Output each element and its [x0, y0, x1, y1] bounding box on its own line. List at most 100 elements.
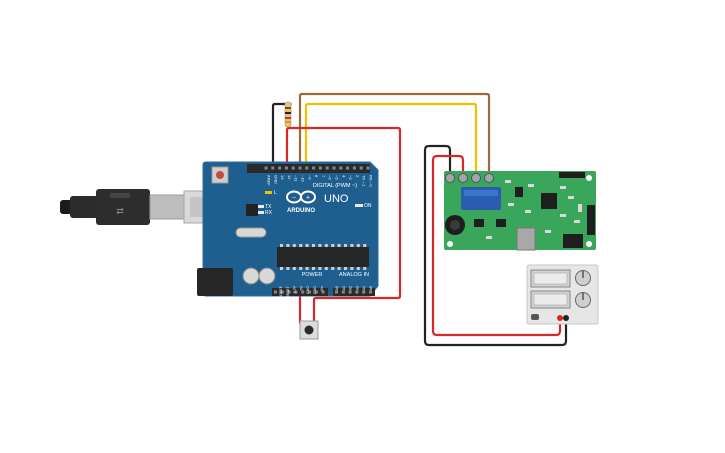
power-pin-label: RESET [286, 285, 290, 298]
power-pin-hole[interactable] [280, 290, 284, 294]
crystal-icon [235, 227, 267, 238]
ps-terminal-negative[interactable] [563, 315, 569, 321]
digital-pin-hole[interactable] [325, 166, 329, 170]
analog-pin-hole[interactable] [348, 290, 352, 294]
digital-header [247, 164, 370, 173]
analog-pin-hole[interactable] [335, 290, 338, 294]
analog-pin-hole[interactable] [341, 290, 345, 294]
power-pin-label: 5V [299, 285, 303, 290]
led-on-label: ON [364, 203, 372, 209]
digital-pin-hole[interactable] [366, 166, 370, 170]
sensor-terminals[interactable] [445, 173, 494, 183]
ps-terminal-positive[interactable] [557, 315, 563, 321]
usb-port-icon [516, 227, 536, 251]
analog-pin-label: A3 [355, 286, 359, 290]
digital-pin-hole[interactable] [352, 166, 356, 170]
digital-pin-label: ~11 [294, 175, 299, 182]
analog-pin-label: A4 [362, 286, 366, 290]
digital-pin-hole[interactable] [298, 166, 302, 170]
ic-main-icon [541, 193, 557, 209]
wire-yellow[interactable] [304, 102, 478, 177]
led-tx-label: TX [265, 204, 272, 210]
wire-red-supply[interactable] [431, 154, 562, 337]
ic-small-icon [515, 187, 523, 197]
brand-label: ARDUINO [287, 208, 315, 214]
resistor-icon[interactable] [284, 101, 292, 128]
analog-pin-hole[interactable] [369, 290, 372, 294]
ps-switch[interactable] [531, 314, 539, 320]
power-pin-label: IOREF [279, 285, 283, 297]
wire-black-resistor[interactable] [271, 102, 287, 172]
arduino-logo-icon: − + [286, 190, 316, 204]
ic-small-2-icon [474, 219, 484, 227]
power-pin-label: Vin [320, 286, 324, 291]
usb-chip-icon [246, 204, 258, 216]
analog-header [333, 288, 375, 296]
digital-pin-label: 4 [341, 175, 346, 178]
digital-pin-label: TX→1 [362, 175, 367, 187]
power-pin-hole[interactable] [308, 290, 311, 294]
analog-pin-hole[interactable] [362, 290, 366, 294]
pushbutton-icon[interactable] [299, 320, 319, 340]
header-right-side [587, 205, 595, 235]
power-pin-label: 3.3V [293, 285, 297, 293]
ic-small-3-icon [496, 219, 506, 227]
digital-pin-label: 12 [287, 175, 292, 180]
digital-pin-hole[interactable] [264, 166, 268, 170]
wire-brown[interactable] [298, 92, 491, 177]
driver-board-icon[interactable] [444, 171, 596, 251]
power-pin-hole[interactable] [314, 290, 318, 294]
power-pin-hole[interactable] [274, 290, 277, 294]
digital-pin-label: GND [273, 175, 278, 184]
analog-label: ANALOG IN [339, 272, 369, 278]
wire-black-supply[interactable] [423, 144, 568, 347]
digital-pin-hole[interactable] [312, 166, 316, 170]
analog-pin-hole[interactable] [355, 290, 359, 294]
power-pin-hole[interactable] [287, 290, 291, 294]
digital-pin-hole[interactable] [359, 166, 363, 170]
digital-pin-hole[interactable] [291, 166, 295, 170]
power-pin-label: GND [313, 286, 317, 294]
svg-text:−: − [292, 195, 296, 202]
led-tx-icon [258, 205, 264, 208]
power-pin-hole[interactable] [301, 290, 305, 294]
digital-pin-hole[interactable] [305, 166, 309, 170]
capacitor-1-icon [242, 267, 260, 285]
digital-pin-label: 2 [355, 175, 360, 178]
power-label: POWER [302, 272, 323, 278]
model-label: UNO [324, 193, 349, 205]
wires [271, 92, 568, 347]
capacitor-2-icon [258, 267, 276, 285]
digital-pin-hole[interactable] [278, 166, 282, 170]
digital-pin-hole[interactable] [339, 166, 343, 170]
led-rx-icon [258, 211, 264, 214]
digital-pin-hole[interactable] [346, 166, 350, 170]
power-header [272, 288, 328, 296]
analog-pin-label: A2 [349, 286, 353, 290]
digital-pin-hole[interactable] [332, 166, 336, 170]
power-pin-label: GND [306, 286, 310, 294]
power-pin-hole[interactable] [294, 290, 298, 294]
digital-pin-hole[interactable] [271, 166, 275, 170]
analog-pin-label: A5 [369, 286, 373, 290]
digital-pin-hole[interactable] [284, 166, 288, 170]
digital-pin-label: RX←0 [369, 175, 374, 188]
atmega-chip-icon [277, 247, 369, 267]
led-l-label: L [274, 190, 277, 196]
led-on-icon [355, 204, 363, 207]
digital-pin-label: ~9 [307, 175, 312, 180]
power-pin-hole[interactable] [321, 290, 325, 294]
digital-pin-hole[interactable] [318, 166, 322, 170]
digital-label: DIGITAL (PWM ~) [313, 183, 357, 189]
svg-text:⇄: ⇄ [116, 206, 124, 216]
led-rx-label: RX [265, 210, 273, 216]
digital-pin-label: 13 [280, 175, 285, 180]
digital-pin-label: 8 [314, 175, 319, 178]
power-supply-icon[interactable] [526, 264, 599, 325]
svg-text:+: + [306, 195, 310, 202]
wire-red-button[interactable] [285, 126, 402, 325]
